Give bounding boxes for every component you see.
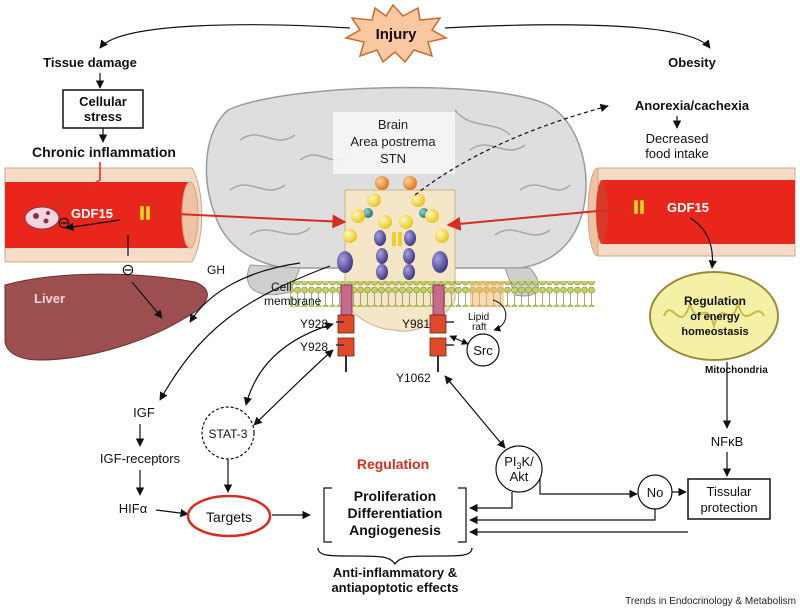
arrow-pi3k-to-no <box>539 478 638 499</box>
arrow-inhibit-to-liver <box>131 281 163 319</box>
arrow-gh <box>189 262 301 323</box>
raft-label: raft <box>472 322 487 333</box>
mitochondria-label: Mitochondria <box>705 365 768 376</box>
y928-a-label: Y928 <box>300 317 328 331</box>
hif-label: HIFα <box>119 501 148 516</box>
regulation-energy-2: of energy <box>690 311 740 323</box>
igf-label: IGF <box>133 405 155 420</box>
arrow-gdf15-to-mitochondria <box>689 217 718 269</box>
effects-bracket-right <box>458 487 467 543</box>
left-blood-vessel <box>4 167 203 263</box>
stn-label: STN <box>380 151 406 166</box>
arrow-stat3-y928a <box>243 322 334 406</box>
gh-label: GH <box>207 263 225 277</box>
mitochondria-shape <box>649 271 779 361</box>
gdf15-right-dimer-icon <box>633 199 645 215</box>
arrow-src-receptor <box>449 335 469 345</box>
tissular-label: Tissular <box>706 484 752 499</box>
targets-label: Targets <box>206 509 252 525</box>
pi3k-subscript: 3 <box>516 461 521 471</box>
arrow-gh-to-igf <box>159 265 331 401</box>
proliferation-label: Proliferation <box>354 488 436 504</box>
regulation-label: Regulation <box>357 456 429 472</box>
decreased-label: Decreased <box>646 131 709 146</box>
arrow-hif-to-targets <box>155 508 189 518</box>
arrow-pi3k-to-effects <box>469 492 513 513</box>
receptor-complex-left <box>336 284 355 372</box>
arrow-gdf15-to-brain-left <box>154 212 347 229</box>
gdf15-left-label: GDF15 <box>71 206 113 221</box>
liver-label: Liver <box>34 291 65 306</box>
arrow-injury-to-tissue-damage <box>99 24 351 49</box>
differentiation-label: Differentiation <box>348 505 443 521</box>
anti-inflammatory-label: Anti-inflammatory & <box>333 565 457 580</box>
arrow-no-to-effects <box>469 509 656 525</box>
arrow-gdf15-inhibits-cells <box>65 219 121 232</box>
liver-shape <box>4 273 208 361</box>
regulation-energy-3: homeostasis <box>681 326 748 338</box>
regulation-energy-1: Regulation <box>684 294 746 308</box>
arrow-brain-to-anorexia <box>414 103 609 196</box>
obesity-label: Obesity <box>668 55 716 70</box>
effects-curly-brace <box>317 547 473 566</box>
targets-node <box>186 494 272 538</box>
src-label: Src <box>473 343 493 358</box>
arrow-injury-to-obesity <box>444 24 711 49</box>
injury-star <box>343 3 449 64</box>
nfkb-label: NFκB <box>711 434 744 449</box>
gdf15-right-label: GDF15 <box>667 200 709 215</box>
area-postrema-label: Area postrema <box>350 134 436 149</box>
anorexia-label: Anorexia/cachexia <box>635 98 750 113</box>
y928-b-label: Y928 <box>300 340 328 354</box>
arrow-y1062-to-pi3k <box>444 375 506 449</box>
stress-label: stress <box>84 109 122 124</box>
arrow-gdf15-to-brain-right <box>446 207 631 231</box>
stat3-label: STAT-3 <box>209 427 248 441</box>
injury-label: Injury <box>376 26 417 43</box>
right-blood-vessel <box>587 167 796 257</box>
tissue-damage-label: Tissue damage <box>43 55 137 70</box>
angiogenesis-label: Angiogenesis <box>349 522 441 538</box>
lipid-label: Lipid <box>468 312 489 323</box>
receptor-complex-right <box>429 284 454 372</box>
arrow-inflammation-into-vessel <box>54 162 101 207</box>
effects-bracket-left <box>323 487 332 543</box>
membrane-label: membrane <box>264 294 322 308</box>
igf-receptors-label: IGF-receptors <box>100 451 181 466</box>
y981-label: Y981 <box>402 317 430 331</box>
cellular-label: Cellular <box>79 94 127 109</box>
antiapoptotic-label: antiapoptotic effects <box>331 580 458 595</box>
pi3k-prefix: PI <box>504 454 516 469</box>
inhibit-symbol-liver: ⊖ <box>121 262 134 279</box>
food-intake-label: food intake <box>645 146 709 161</box>
pi3k-label: PI3K/ <box>504 454 534 471</box>
akt-label: Akt <box>510 469 529 484</box>
inhibit-symbol-vessel: ⊖ <box>57 215 70 232</box>
chronic-inflammation-label: Chronic inflammation <box>32 144 176 160</box>
receptor-beads <box>337 176 449 280</box>
y1062-label: Y1062 <box>396 371 431 385</box>
arrow-lipid-raft-loop <box>492 299 507 332</box>
src-node <box>466 333 500 367</box>
no-label: No <box>647 485 664 500</box>
arrow-stat3-y928b <box>253 349 334 426</box>
pi3k-suffix: K/ <box>522 454 535 469</box>
brain-label: Brain <box>378 117 408 132</box>
gdf15-left-dimer-icon <box>139 205 151 221</box>
pi3k-akt-node <box>495 445 543 493</box>
tissular-protection-box <box>687 478 771 520</box>
journal-credit: Trends in Endocrinology & Metabolism <box>625 596 796 607</box>
protection-label: protection <box>700 500 757 515</box>
cellular-stress-box <box>62 89 144 129</box>
